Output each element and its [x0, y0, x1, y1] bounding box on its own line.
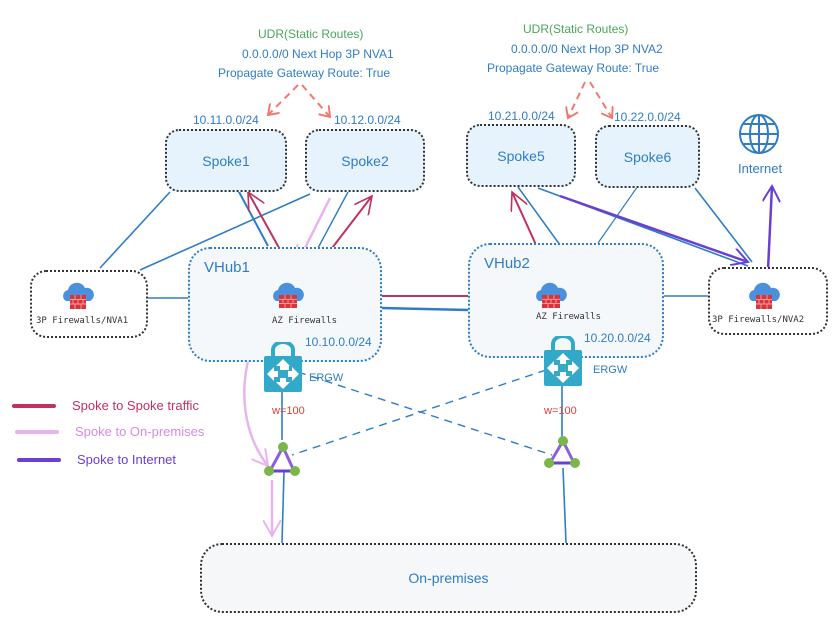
expressroute-circuit-1-icon [264, 442, 300, 476]
internet-label: Internet [738, 161, 783, 176]
legend-label-spoke-to-spoke: Spoke to Spoke traffic [72, 398, 199, 413]
inet-spoke5-nva2 [559, 194, 748, 262]
udr-left-propagate: Propagate Gateway Route: True [218, 66, 391, 80]
spoke1-box[interactable]: Spoke1 [165, 129, 287, 192]
vhub2-firewall-label: AZ Firewalls [536, 312, 602, 322]
link-spoke2-vhub1 [317, 191, 349, 249]
link-vhub1-vhub2 [380, 306, 469, 312]
nva2-label: 3P Firewalls/NVA2 [712, 315, 805, 325]
spoke6-label: Spoke6 [623, 148, 672, 165]
spoke5-box[interactable]: Spoke5 [466, 124, 576, 187]
udr-arrow-to-spoke5 [568, 81, 586, 118]
spoke2-cidr: 10.12.0.0/24 [334, 113, 401, 127]
vhub2-ergw-icon [544, 336, 582, 386]
legend-swatch-spoke-to-onprem [15, 429, 59, 434]
spoke2-label: Spoke2 [341, 152, 389, 169]
nva1-box[interactable] [30, 270, 148, 338]
spoke-to-internet-traffic [559, 186, 772, 271]
vhub2-weight: w=100 [544, 405, 577, 417]
vhub1-firewall-icon [273, 282, 304, 308]
onprem-box[interactable]: On-premises [200, 543, 697, 613]
peering-links [99, 185, 753, 544]
legend-item-spoke-to-onprem: Spoke to On-premises [15, 424, 204, 439]
udr-arrow-to-spoke2 [301, 84, 330, 117]
legend-item-spoke-to-internet: Spoke to Internet [17, 452, 176, 467]
vhub1-firewall-label: AZ Firewalls [272, 316, 338, 326]
udr-right-route: 0.0.0.0/0 Next Hop 3P NVA2 [511, 42, 663, 56]
legend-swatch-spoke-to-spoke [12, 403, 56, 408]
vhub1-ergw-label: ERGW [309, 372, 344, 384]
udr-arrow-to-spoke1 [268, 84, 299, 115]
nva1-firewall-icon [63, 282, 94, 309]
vhub2-box[interactable]: VHub2 [468, 243, 664, 358]
expressroute-circuit-2-icon [544, 436, 580, 468]
link-er2-onprem [562, 467, 567, 544]
nva1-label: 3P Firewalls/NVA1 [36, 316, 129, 326]
legend-swatch-spoke-to-internet [17, 457, 61, 462]
vhub2-cidr: 10.20.0.0/24 [584, 331, 651, 345]
udr-arrows-right [568, 81, 612, 118]
link-ergw2-er1-dashed [291, 369, 547, 456]
spoke6-cidr: 10.22.0.0/24 [614, 110, 681, 124]
spoke5-label: Spoke5 [497, 147, 545, 164]
vhub2-ergw-label: ERGW [593, 364, 628, 376]
udr-left-title: UDR(Static Routes) [258, 27, 364, 41]
spoke5-cidr: 10.21.0.0/24 [488, 109, 555, 123]
link-spoke1-nva1 [99, 191, 171, 269]
link-spoke5-vhub2 [517, 186, 561, 246]
vhub1-cidr: 10.10.0.0/24 [305, 335, 372, 349]
onprem-label: On-premises [408, 570, 489, 586]
udr-arrows-left [268, 84, 330, 117]
vhub1-weight: w=100 [272, 405, 305, 417]
udr-arrow-to-spoke6 [589, 81, 612, 118]
udr-left-route: 0.0.0.0/0 Next Hop 3P NVA1 [242, 47, 394, 61]
legend-label-spoke-to-onprem: Spoke to On-premises [75, 424, 205, 439]
vhub1-title: VHub1 [204, 259, 250, 276]
vhub2-firewall-icon [536, 282, 567, 308]
vhub2-title: VHub2 [484, 255, 530, 272]
spoke2-box[interactable]: Spoke2 [305, 129, 425, 192]
link-ergw1-er2-dashed [297, 371, 553, 456]
link-spoke6-nva2 [694, 187, 753, 263]
spoke1-label: Spoke1 [202, 152, 250, 169]
globe-icon [739, 114, 779, 154]
legend-item-spoke-to-spoke: Spoke to Spoke traffic [12, 398, 199, 413]
udr-right-propagate: Propagate Gateway Route: True [487, 61, 660, 75]
spoke1-cidr: 10.11.0.0/24 [193, 113, 259, 127]
spoke6-box[interactable]: Spoke6 [595, 125, 700, 188]
udr-right-title: UDR(Static Routes) [523, 22, 629, 36]
inet-nva2-internet [768, 186, 772, 271]
link-spoke6-vhub2 [597, 185, 639, 244]
nva2-firewall-icon [749, 282, 780, 309]
link-er1-onprem [281, 471, 285, 544]
legend-label-spoke-to-internet: Spoke to Internet [77, 452, 177, 467]
vhub1-ergw-icon [264, 342, 302, 392]
